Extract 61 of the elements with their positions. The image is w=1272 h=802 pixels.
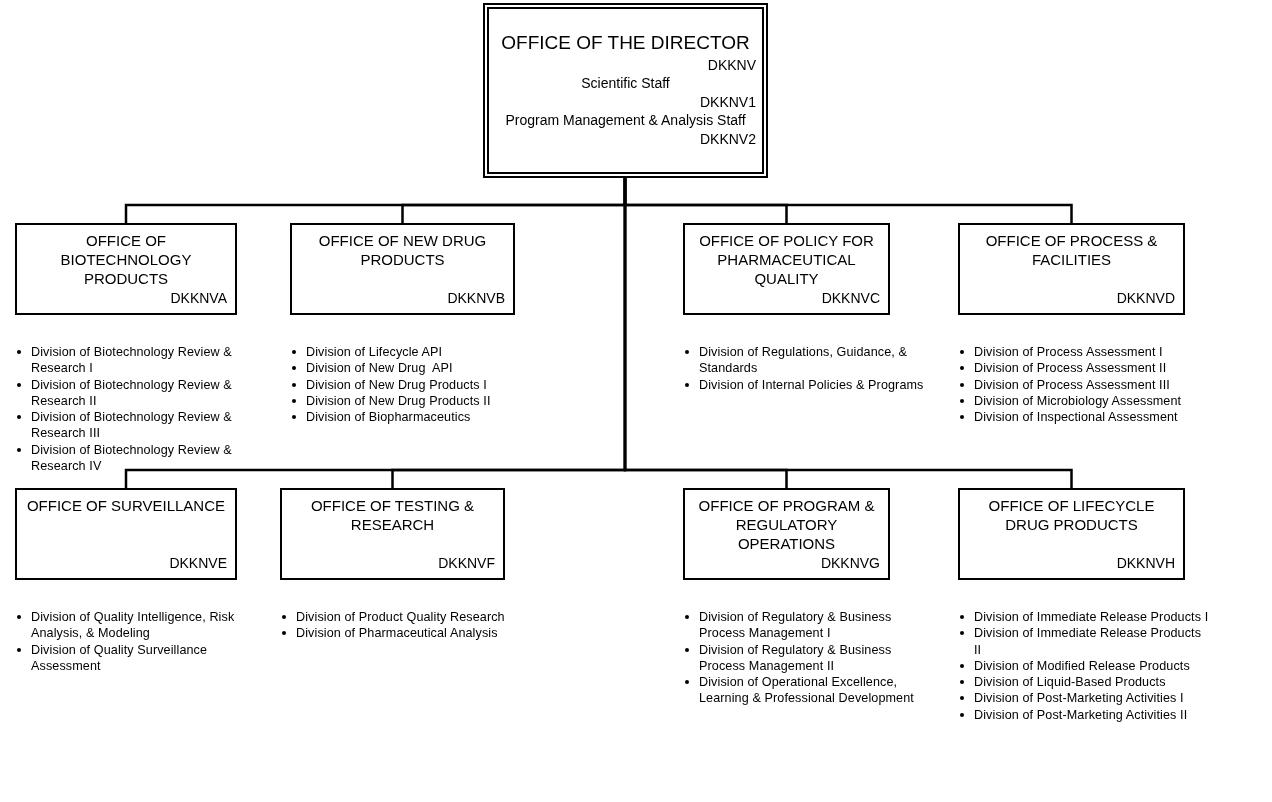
division-item: Division of Post-Marketing Activities I <box>974 690 1184 707</box>
office-box <box>683 223 890 315</box>
division-item: Division of Internal Policies & Programs <box>699 376 924 393</box>
division-item: Division of Process Assessment II <box>974 360 1167 377</box>
unit-code: DKKNV2 <box>698 130 756 148</box>
office-box <box>290 223 515 315</box>
division-item: Division of Biotechnology Review & Research II <box>31 376 233 410</box>
division-item: Division of Quality Surveillance Assessment <box>31 641 209 675</box>
office-box <box>280 488 505 580</box>
office-box <box>958 488 1185 580</box>
division-item: Division of New Drug Products I <box>306 376 487 393</box>
division-item: Division of Operational Excellence, Learning & Professional Development <box>699 674 915 707</box>
division-item: Division of Inspectional Assessment <box>974 409 1178 426</box>
division-item: Division of Post-Marketing Activities II <box>974 706 1188 724</box>
staff-name: Scientific Staff <box>580 74 671 93</box>
connector-line <box>623 178 1073 488</box>
office-title: OFFICE OF POLICY FOR PHARMACEUTICAL QUALITY <box>698 231 875 288</box>
division-item: Division of Lifecycle API <box>306 344 443 361</box>
division-item: Division of Modified Release Products <box>974 657 1190 675</box>
division-item: Division of New Drug Products II <box>306 392 491 410</box>
unit-code: DKKNVD <box>1115 289 1175 307</box>
unit-code: DKKNVE <box>168 554 227 572</box>
unit-code: DKKNV <box>706 56 756 74</box>
office-title: OFFICE OF THE DIRECTOR <box>500 33 751 52</box>
division-item: Division of Regulatory & Business Process Management II <box>699 641 893 675</box>
division-item: Division of Pharmaceutical Analysis <box>296 625 498 642</box>
office-box <box>15 223 237 315</box>
division-item: Division of Immediate Release Products I <box>974 609 1209 626</box>
division-item: Division of Biotechnology Review & Research IV <box>31 441 233 475</box>
office-title: OFFICE OF PROGRAM & REGULATORY OPERATIONS <box>697 496 876 553</box>
unit-code: DKKNVG <box>819 554 880 572</box>
division-item: Division of Product Quality Research <box>296 609 505 626</box>
director-box <box>483 3 768 178</box>
office-box <box>958 223 1185 315</box>
office-title: OFFICE OF PROCESS & FACILITIES <box>984 231 1159 269</box>
staff-name: Program Management & Analysis Staff <box>504 111 747 130</box>
office-box <box>15 488 237 580</box>
division-item: Division of Biotechnology Review & Research III <box>31 409 233 442</box>
division-item: Division of New Drug API <box>306 360 453 377</box>
division-item: Division of Biotechnology Review & Research I <box>31 344 233 377</box>
office-title: OFFICE OF LIFECYCLE DRUG PRODUCTS <box>987 496 1156 534</box>
division-item: Division of Process Assessment III <box>974 376 1170 393</box>
division-item: Division of Process Assessment I <box>974 344 1163 361</box>
unit-code: DKKNVH <box>1115 554 1175 572</box>
division-item: Division of Biopharmaceutics <box>306 409 471 426</box>
office-title: OFFICE OF SURVEILLANCE <box>25 496 227 515</box>
division-item: Division of Microbiology Assessment <box>974 392 1182 410</box>
unit-code: DKKNVB <box>446 289 505 307</box>
division-item: Division of Liquid-Based Products <box>974 674 1166 691</box>
unit-code: DKKNVC <box>820 289 880 307</box>
division-item: Division of Quality Intelligence, Risk Analysis, & Modeling <box>31 609 236 642</box>
office-title: OFFICE OF BIOTECHNOLOGY PRODUCTS <box>59 231 193 288</box>
division-item: Division of Regulations, Guidance, & Standards <box>699 344 908 377</box>
division-item: Division of Regulatory & Business Process Management I <box>699 609 893 642</box>
office-box <box>683 488 890 580</box>
division-item: Division of Immediate Release Products II <box>974 625 1203 658</box>
unit-code: DKKNVF <box>437 554 495 572</box>
unit-code: DKKNVA <box>169 289 227 307</box>
unit-code: DKKNV1 <box>698 93 756 111</box>
office-title: OFFICE OF NEW DRUG PRODUCTS <box>317 231 488 269</box>
office-title: OFFICE OF TESTING & RESEARCH <box>309 496 476 534</box>
